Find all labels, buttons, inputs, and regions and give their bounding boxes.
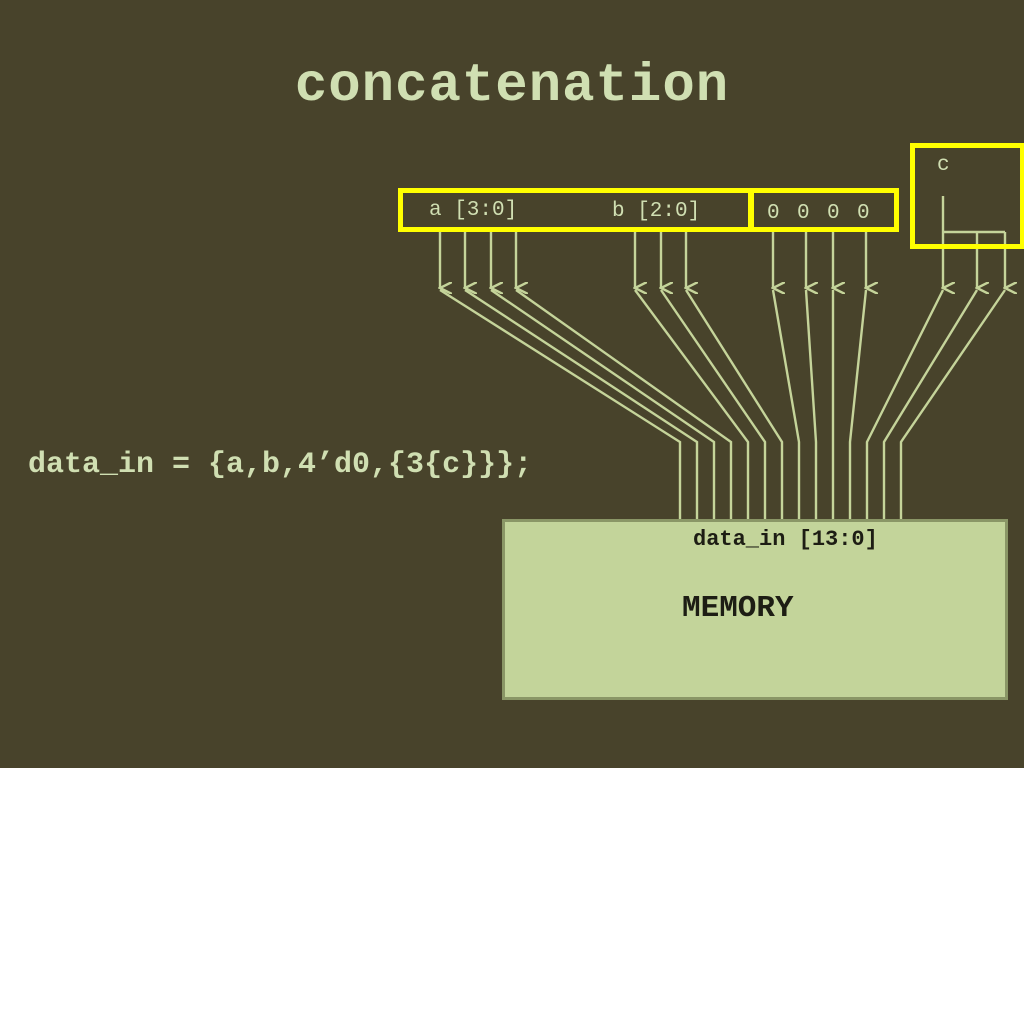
wire-a2 (464, 288, 699, 520)
zero-bit-0: 0 (857, 202, 870, 225)
wire-z3 (771, 289, 801, 520)
a-bus-label: a [3:0] (429, 199, 517, 222)
wire-c0 (899, 289, 1006, 520)
wire-a1 (490, 289, 716, 520)
c-input-box (910, 143, 1024, 249)
wire-c1 (882, 289, 979, 520)
zero-bit-2: 0 (797, 202, 810, 225)
wire-group (440, 196, 1005, 520)
memory-port-label: data_in [13:0] (693, 527, 878, 552)
wire-b1 (660, 289, 767, 520)
wire-b0 (684, 289, 784, 520)
concatenation-diagram: a [3:0] b [2:0] 0 0 0 0 c data_in [13:0]… (398, 143, 1024, 700)
zero-input-box (749, 188, 899, 232)
c-label: c (937, 154, 950, 177)
zero-bit-1: 0 (827, 202, 840, 225)
concatenation-code: data_in = {a,b,4’d0,{3{c}}}; (28, 448, 533, 482)
slide-title: concatenation (294, 56, 730, 117)
wire-z0 (848, 289, 868, 520)
wire-a3 (439, 288, 682, 520)
wire-a0 (515, 289, 733, 520)
memory-name: MEMORY (682, 591, 794, 626)
wire-b2 (634, 289, 750, 520)
wire-z2 (804, 289, 818, 520)
b-bus-label: b [2:0] (612, 200, 700, 223)
wire-c2 (865, 289, 945, 520)
slide: concatenation (0, 0, 1024, 768)
memory-block (502, 519, 1008, 700)
zero-bit-3: 0 (767, 202, 780, 225)
